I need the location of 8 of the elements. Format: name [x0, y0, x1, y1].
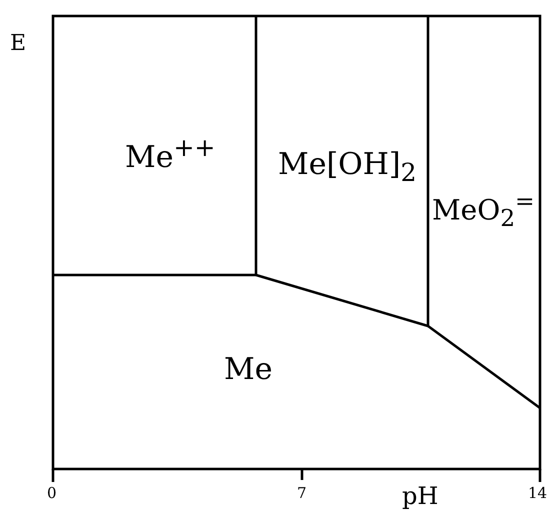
region-label: Me[OH]$_{2}$ — [278, 150, 417, 185]
tick-label: 7 — [297, 486, 307, 501]
axis-label: E — [10, 33, 26, 55]
axis-label: pH — [402, 484, 438, 508]
tick-label: 14 — [528, 486, 548, 501]
region-label: Me — [224, 355, 272, 385]
region-label: Me$^{++}$ — [125, 135, 216, 173]
tick-label: 0 — [47, 486, 57, 501]
